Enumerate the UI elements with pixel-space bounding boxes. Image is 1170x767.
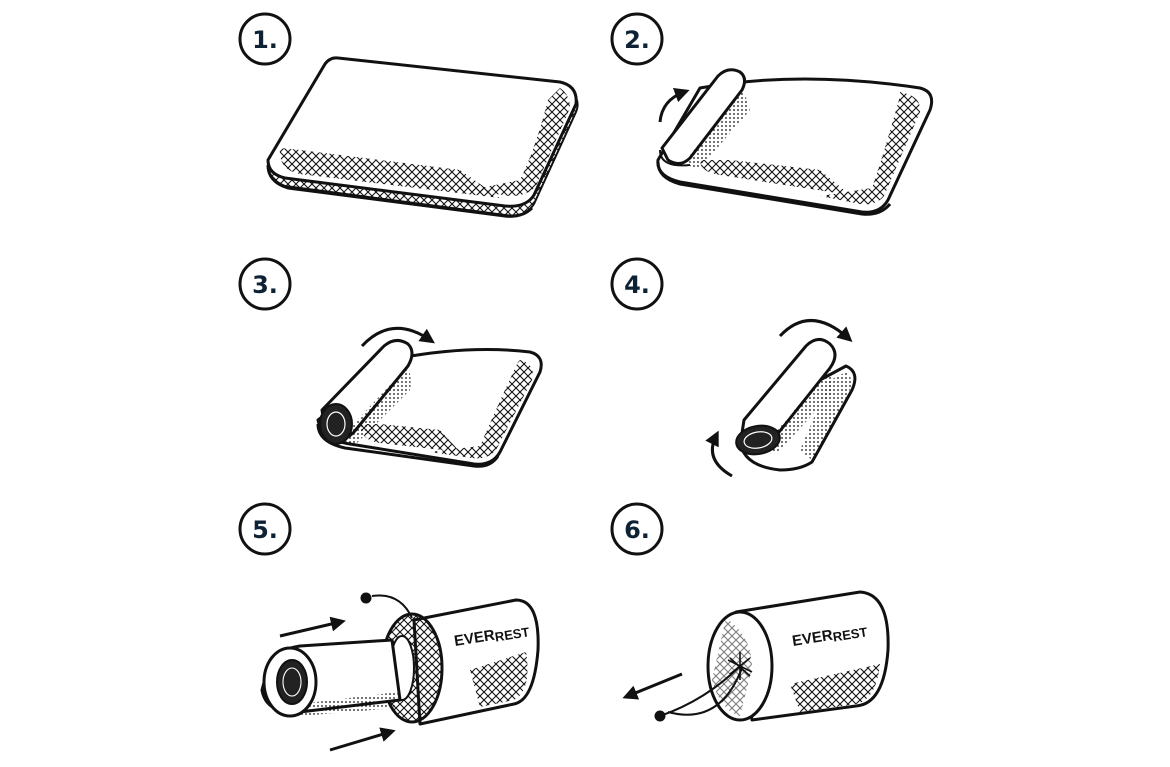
svg-text:6.: 6. xyxy=(624,516,650,544)
insert-into-bag-illustration: EVERREST xyxy=(260,592,540,752)
step-badge-3: 3. xyxy=(238,257,292,311)
step-badge-5: 5. xyxy=(238,502,292,556)
step-badge-6: 6. xyxy=(610,502,664,556)
svg-text:5.: 5. xyxy=(252,516,278,544)
svg-text:3.: 3. xyxy=(252,271,278,299)
svg-text:1.: 1. xyxy=(252,26,278,54)
step-badge-2: 2. xyxy=(610,12,664,66)
step-badge-4: 4. xyxy=(610,257,664,311)
closed-bag-illustration: EVERREST xyxy=(622,590,890,722)
flat-pad-illustration xyxy=(266,56,579,218)
svg-text:EVERREST: EVERREST xyxy=(791,621,868,651)
pad-start-roll-illustration xyxy=(656,68,934,216)
rolling-pad-illustration xyxy=(316,326,543,468)
step-badge-1: 1. xyxy=(238,12,292,66)
svg-text:4.: 4. xyxy=(624,271,650,299)
svg-text:2.: 2. xyxy=(624,26,650,54)
svg-text:EVERREST: EVERREST xyxy=(453,621,530,651)
rolled-pad-illustration xyxy=(705,319,857,478)
